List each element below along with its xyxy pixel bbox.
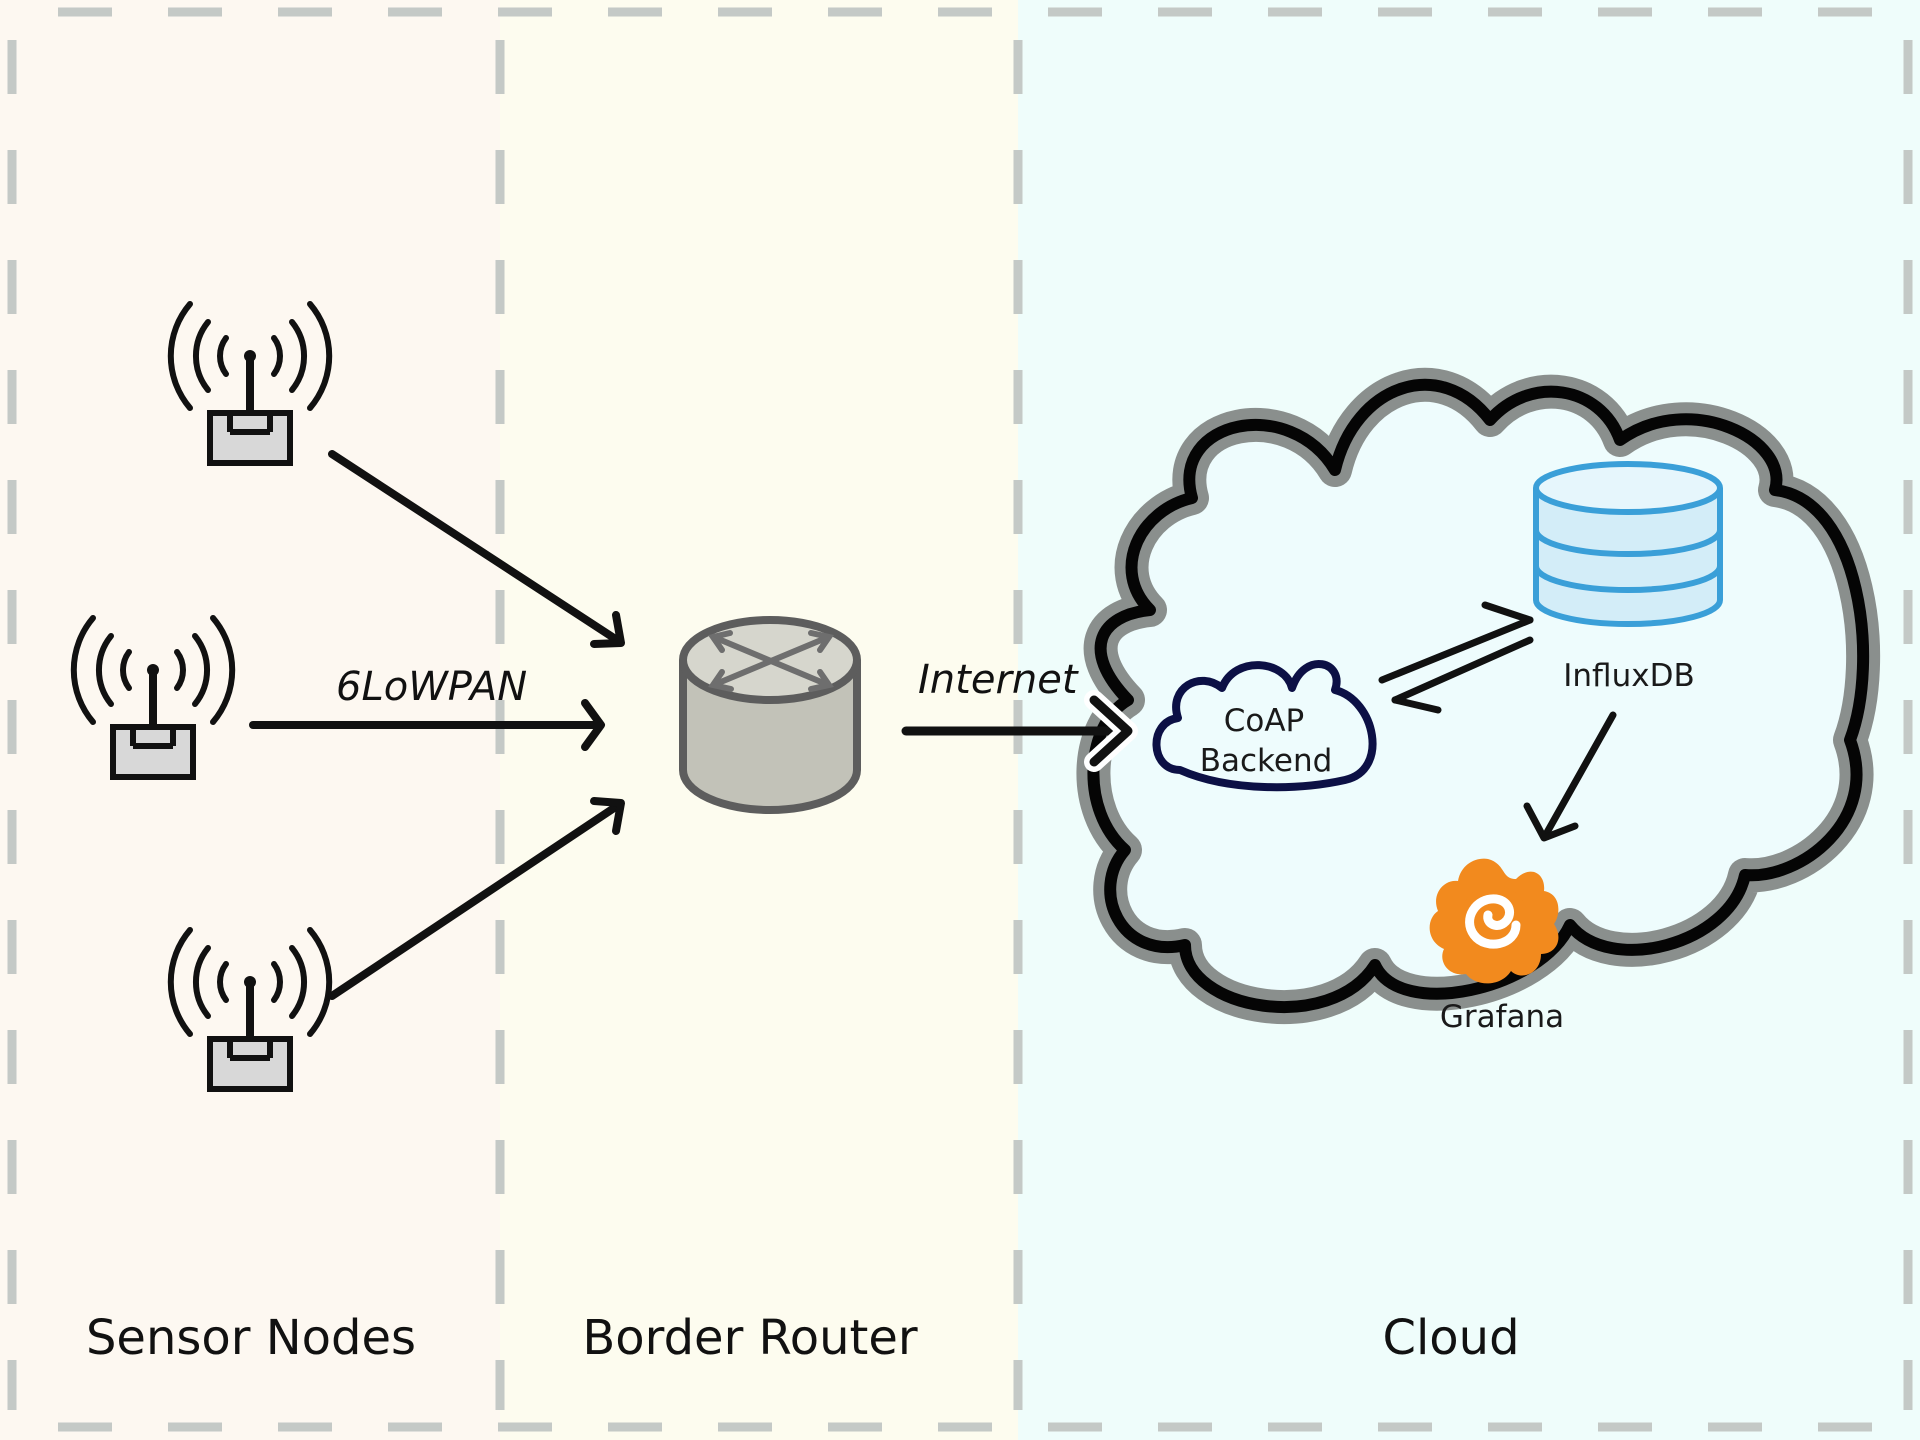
sensor-to-router-arrows [249, 450, 625, 1000]
arrowhead-bottom-sensor [590, 797, 625, 835]
uplink-label: Internet [918, 657, 1079, 703]
border-router-icon [679, 616, 861, 814]
coap-backend-node: CoAP Backend [1152, 660, 1377, 792]
arrowhead-middle-sensor [581, 699, 605, 751]
cloud-outline-icon [1152, 660, 1377, 792]
sensor-nodes-zone-label: Sensor Nodes [86, 1310, 416, 1366]
grafana-logo-icon [1429, 858, 1559, 984]
sensor-link-label: 6LoWPAN [336, 664, 527, 710]
cloud-zone-label: Cloud [1382, 1310, 1519, 1366]
database-icon [1533, 461, 1723, 627]
influxdb-node: InfluxDB [1533, 461, 1723, 694]
arrow-top-sensor [328, 450, 621, 644]
sensor-zone-background [0, 0, 500, 1440]
influxdb-label: InfluxDB [1563, 658, 1694, 694]
coap-backend-label-line2: Backend [1200, 743, 1333, 779]
grafana-label: Grafana [1440, 999, 1564, 1035]
arrow-bottom-sensor [328, 802, 621, 1000]
coap-backend-label-line1: CoAP [1224, 703, 1305, 739]
influx-to-grafana-arrow [1523, 711, 1617, 842]
grafana-node: Grafana [1429, 858, 1564, 1035]
router-to-cloud-arrow [901, 690, 1138, 772]
border-router-zone-label: Border Router [582, 1310, 918, 1366]
coap-influx-arrows [1378, 601, 1534, 714]
arrowhead-top-sensor [590, 611, 625, 648]
